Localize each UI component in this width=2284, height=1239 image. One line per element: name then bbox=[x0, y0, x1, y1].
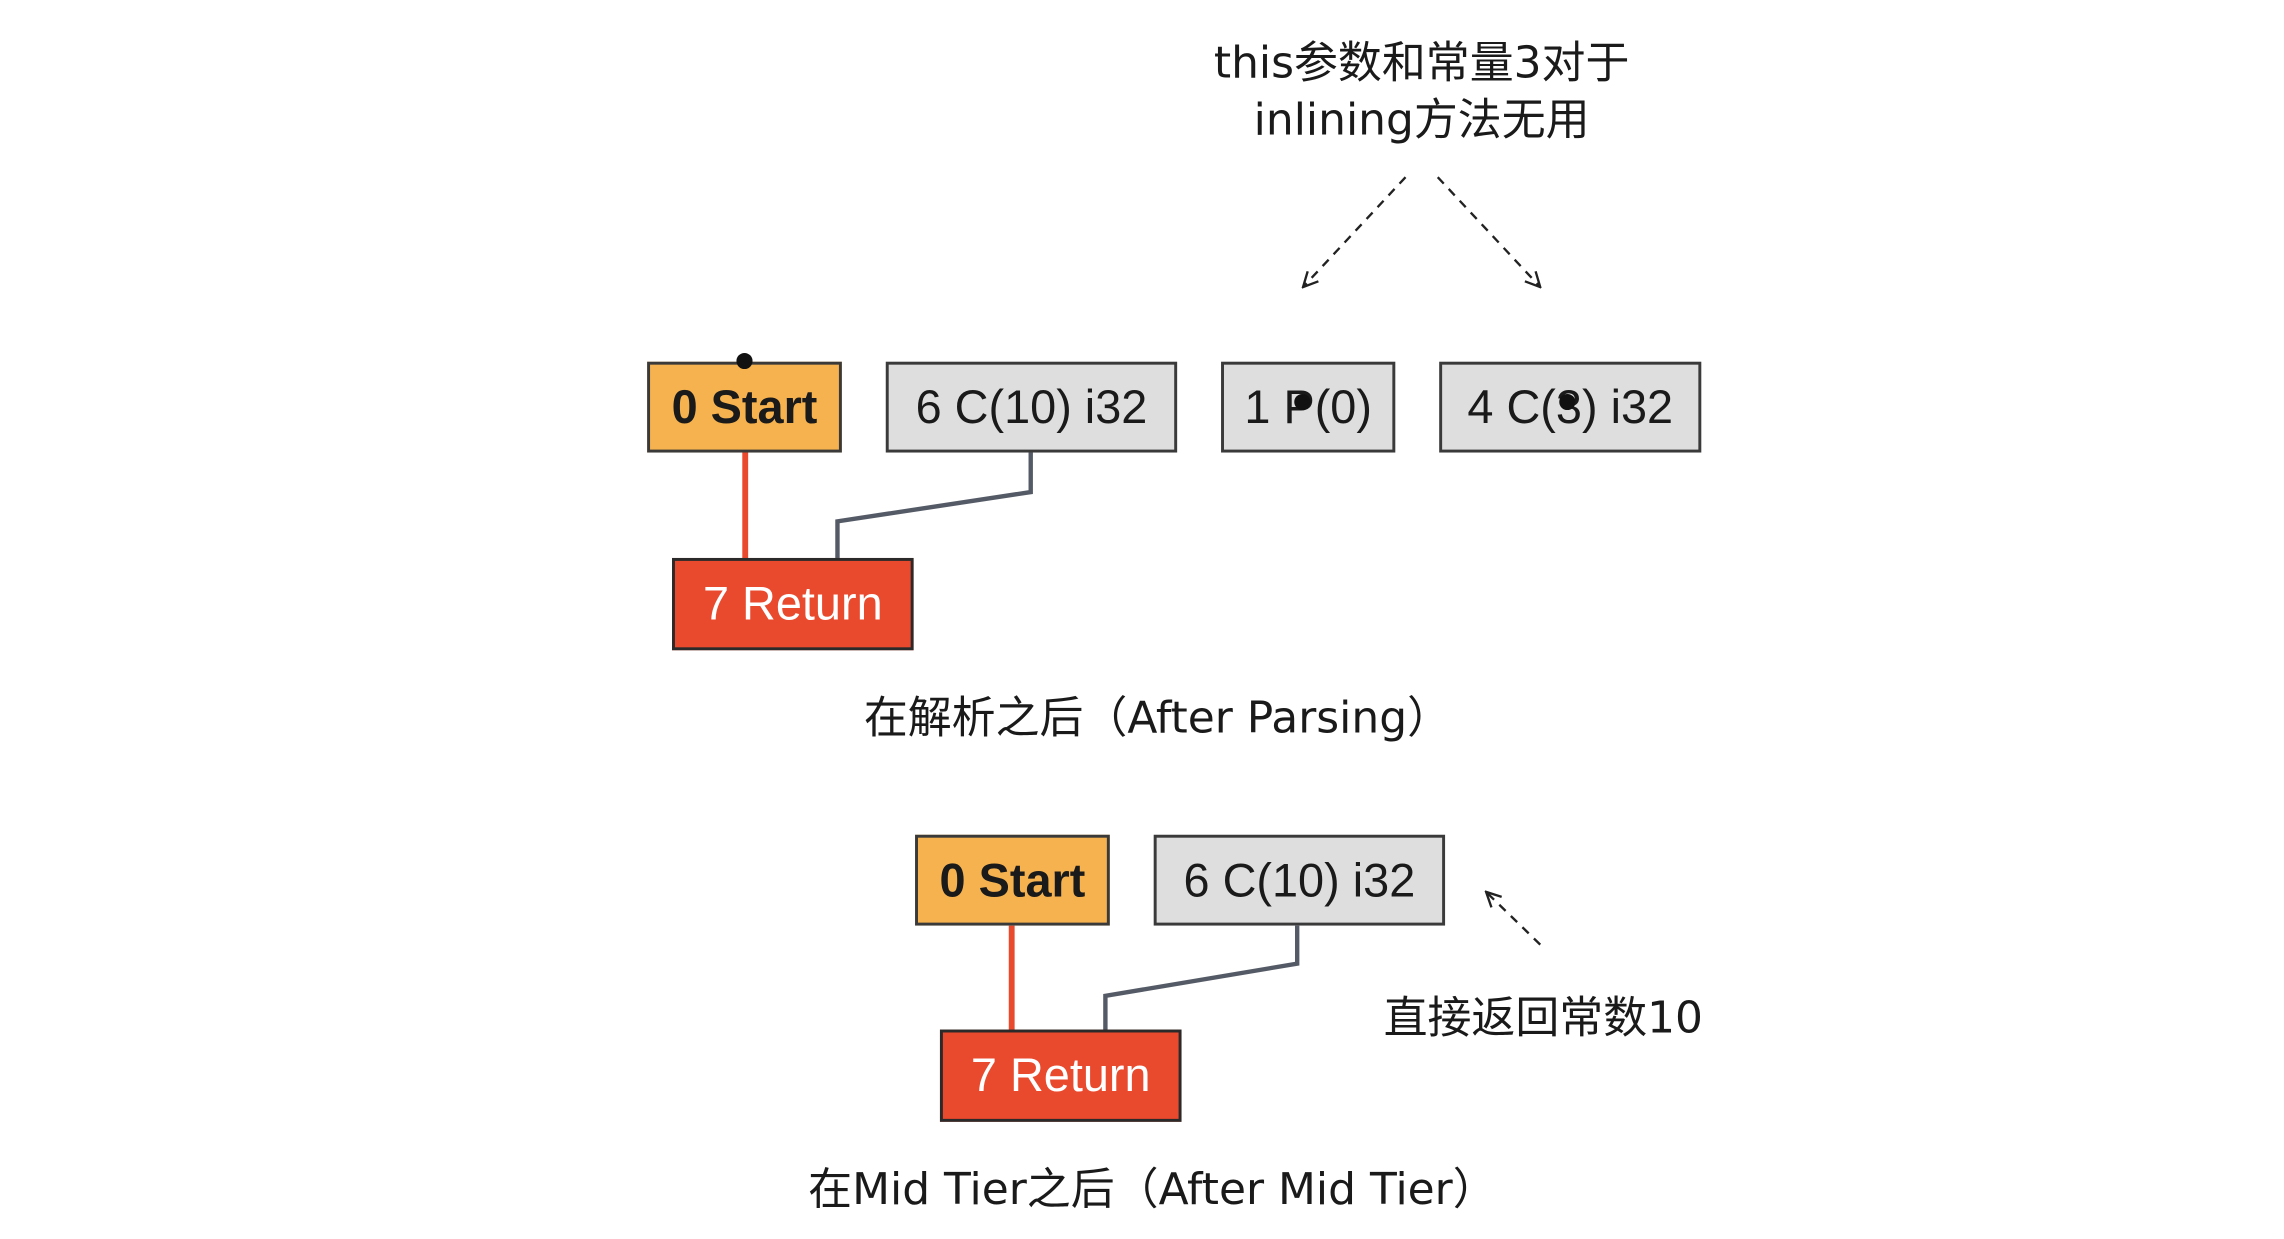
value-edge-c10-to-return bbox=[835, 452, 1033, 558]
node-const-3-port bbox=[1559, 393, 1576, 411]
dashed-arrow-to-param bbox=[1303, 176, 1407, 287]
node-const-10-label: 6 C(10) i32 bbox=[915, 380, 1148, 433]
node-return-mid: 7 Return bbox=[939, 1029, 1182, 1122]
annotation-unused-params: this参数和常量3对于 inlining方法无用 bbox=[1129, 35, 1715, 149]
dashed-arrow-to-const10-mid bbox=[1486, 892, 1542, 946]
node-start-port bbox=[736, 352, 753, 370]
node-const-10: 6 C(10) i32 bbox=[885, 361, 1178, 453]
annotation-line-2: inlining方法无用 bbox=[1253, 95, 1590, 147]
node-return-mid-label: 7 Return bbox=[970, 1048, 1151, 1102]
node-return: 7 Return bbox=[672, 557, 914, 651]
annotation-line-1: this参数和常量3对于 bbox=[1213, 38, 1630, 90]
node-start-mid-label: 0 Start bbox=[939, 853, 1086, 906]
caption-after-parsing: 在解析之后（After Parsing） bbox=[863, 692, 1452, 744]
node-param-port bbox=[1294, 393, 1311, 411]
node-const-10-mid: 6 C(10) i32 bbox=[1153, 834, 1446, 926]
caption-after-mid-tier: 在Mid Tier之后（After Mid Tier） bbox=[808, 1164, 1497, 1216]
node-return-label: 7 Return bbox=[702, 577, 883, 630]
annotation-return-constant: 直接返回常数10 bbox=[1383, 992, 1704, 1045]
node-const-10-mid-label: 6 C(10) i32 bbox=[1183, 853, 1416, 906]
node-start: 0 Start bbox=[647, 361, 842, 453]
node-start-label: 0 Start bbox=[671, 380, 818, 433]
dashed-arrow-to-const3 bbox=[1436, 176, 1540, 287]
value-edge-c10-to-return-mid bbox=[1103, 925, 1300, 1030]
node-start-mid: 0 Start bbox=[915, 834, 1110, 926]
